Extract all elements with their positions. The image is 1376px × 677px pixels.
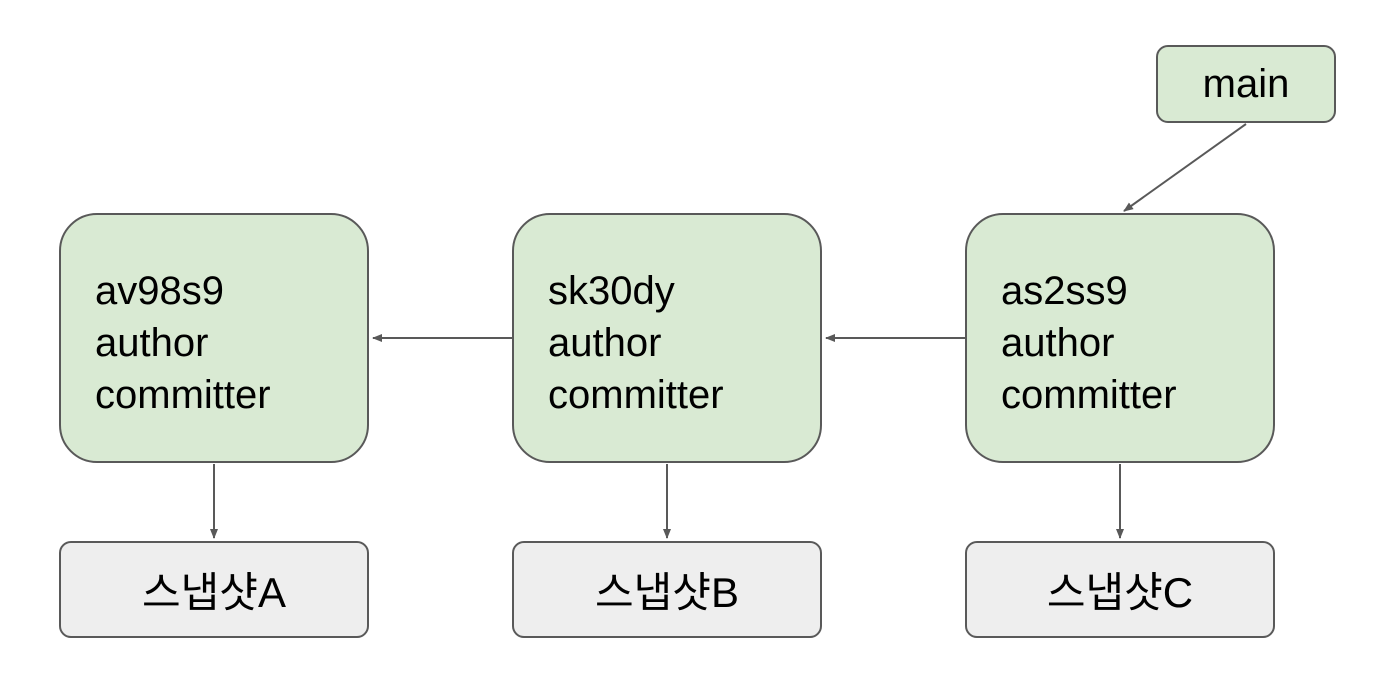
commit-node-as2ss9: as2ss9 author committer xyxy=(965,213,1275,463)
commit-hash: sk30dy xyxy=(548,269,675,313)
commit-hash: av98s9 xyxy=(95,269,224,313)
commit-hash: as2ss9 xyxy=(1001,269,1128,313)
commit-node-sk30dy: sk30dy author committer xyxy=(512,213,822,463)
snapshot-label: 스냅샷B xyxy=(595,569,739,616)
snapshot-node-b: 스냅샷B xyxy=(512,541,822,638)
commit-committer: committer xyxy=(95,373,271,417)
commit-author: author xyxy=(1001,321,1115,365)
branch-pointer-arrow xyxy=(1123,123,1247,212)
branch-main-node: main xyxy=(1156,45,1336,123)
commit-committer: committer xyxy=(548,373,724,417)
commit-committer: committer xyxy=(1001,373,1177,417)
snapshot-label: 스냅샷A xyxy=(142,569,286,616)
branch-label: main xyxy=(1202,61,1290,106)
snapshot-node-a: 스냅샷A xyxy=(59,541,369,638)
commit-node-av98s9: av98s9 author committer xyxy=(59,213,369,463)
snapshot-label: 스냅샷C xyxy=(1046,569,1194,616)
commit-author: author xyxy=(548,321,662,365)
snapshot-node-c: 스냅샷C xyxy=(965,541,1275,638)
commit-author: author xyxy=(95,321,209,365)
